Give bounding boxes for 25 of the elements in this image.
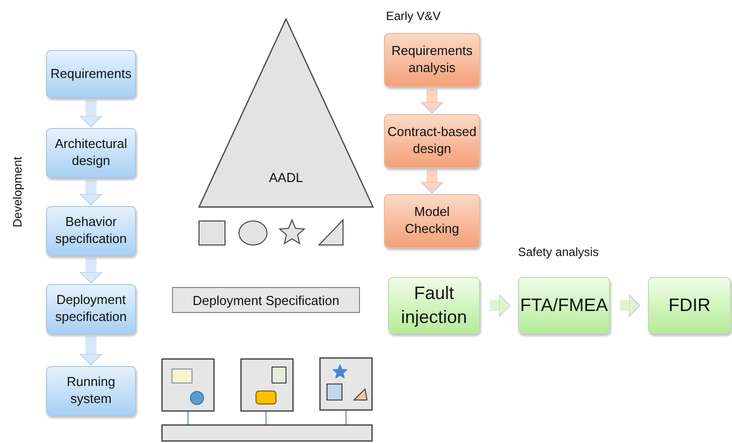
process-box: Architectural design: [46, 128, 136, 178]
process-box: Requirements: [46, 50, 136, 98]
triangle-label: AADL: [268, 170, 304, 185]
process-box: Running system: [46, 366, 136, 416]
block-arrow: [490, 294, 510, 317]
block-arrow: [80, 180, 102, 206]
process-box: Behavior specification: [46, 206, 136, 256]
section-heading: Safety analysis: [518, 245, 599, 259]
process-box: Model Checking: [384, 194, 480, 248]
block-arrow: [80, 258, 102, 284]
block-arrow: [80, 100, 102, 128]
process-box: Deployment specification: [46, 284, 136, 334]
process-box: Contract-based design: [384, 114, 480, 168]
process-box: Fault injection: [388, 277, 480, 334]
block-arrow: [620, 294, 640, 317]
section-heading: Early V&V: [386, 9, 441, 23]
process-box: FTA/FMEA: [518, 277, 610, 334]
process-box: FDIR: [648, 277, 731, 334]
triangle-shape: [198, 18, 374, 208]
side-label: Development: [10, 156, 24, 228]
block-arrow: [420, 89, 444, 114]
block-arrow: [80, 336, 102, 366]
specification-box: Deployment Specification: [172, 287, 360, 313]
block-arrow: [420, 170, 444, 194]
process-box: Requirements analysis: [384, 33, 480, 87]
